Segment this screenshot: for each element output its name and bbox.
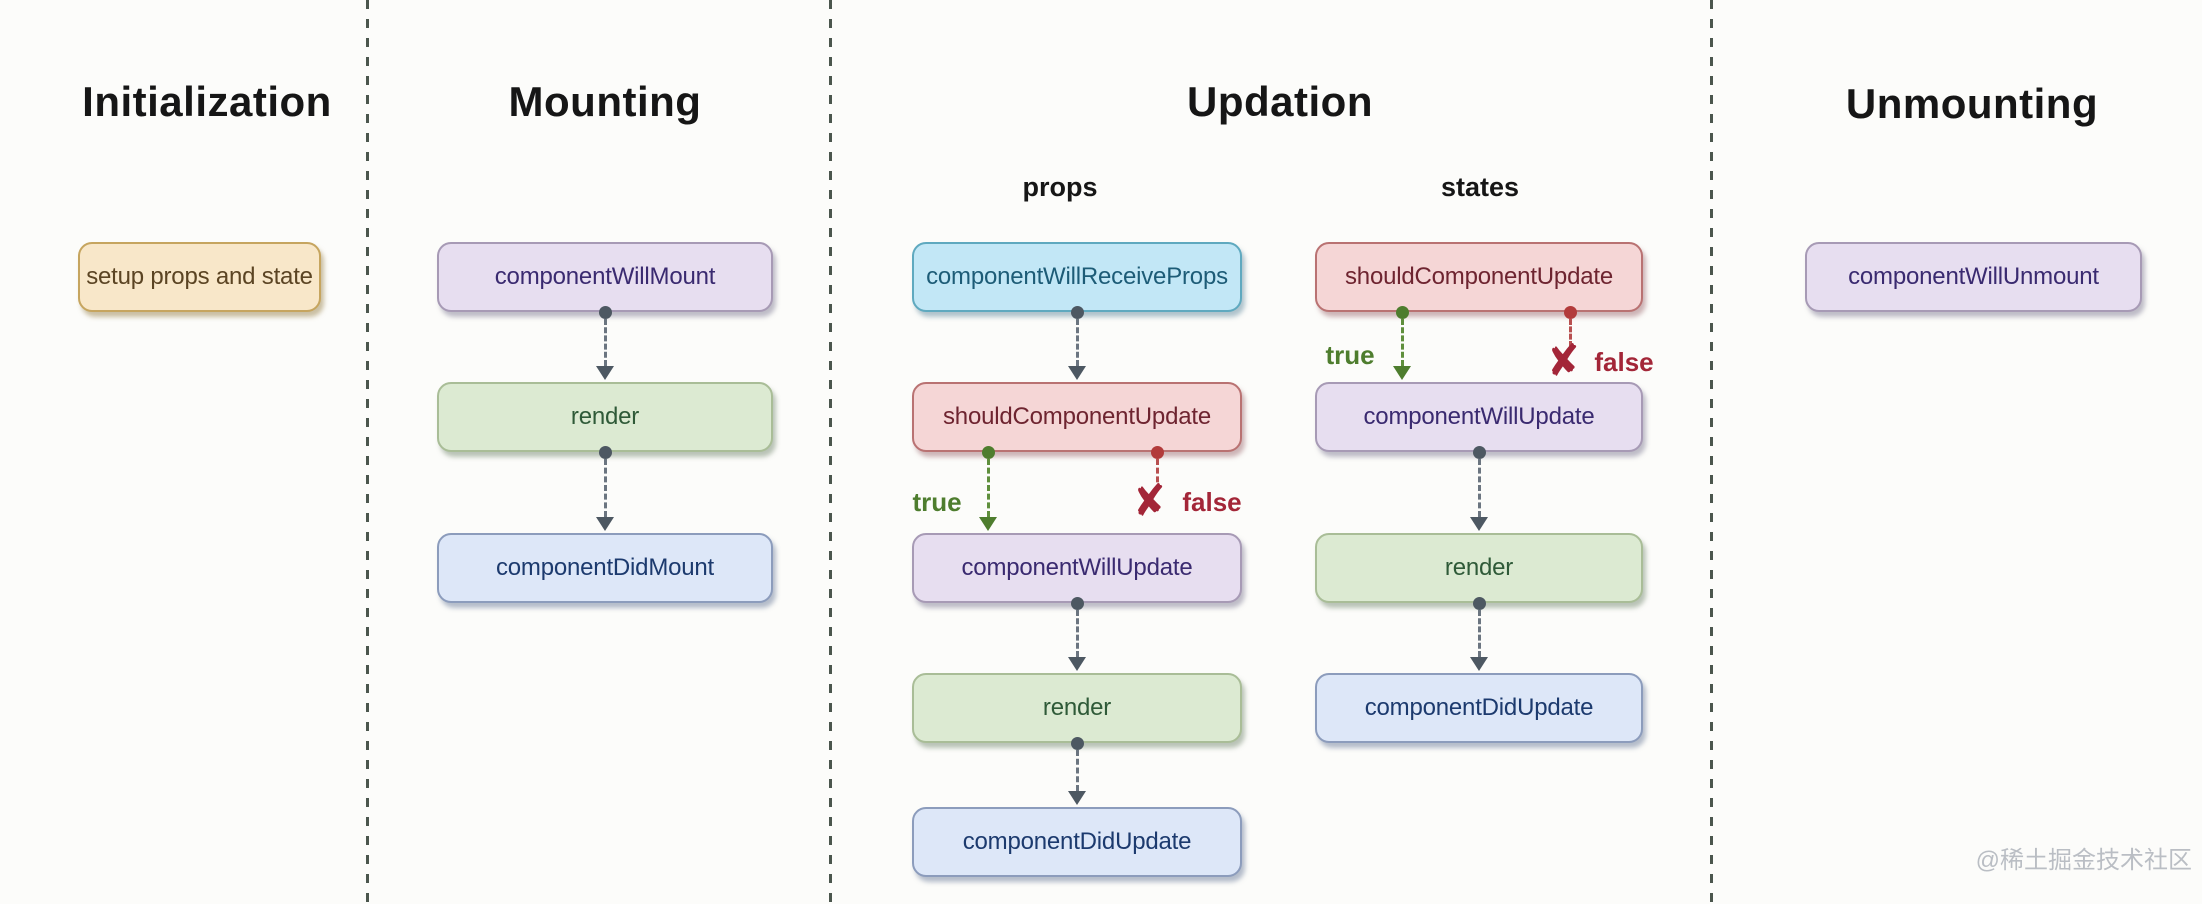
dashed-line xyxy=(986,459,990,517)
node-states-should-component-update: shouldComponentUpdate xyxy=(1315,242,1643,312)
flow-arrow-states-render-to-didupdate xyxy=(1470,597,1488,671)
arrowhead-icon xyxy=(1470,517,1488,531)
node-component-will-receive-props: componentWillReceiveProps xyxy=(912,242,1242,312)
node-component-did-mount: componentDidMount xyxy=(437,533,773,603)
flow-arrow-states-false-branch xyxy=(1561,306,1579,347)
connector-dot-icon xyxy=(981,446,995,459)
flow-arrow-props-true-branch xyxy=(979,446,997,531)
node-mounting-render: render xyxy=(437,382,773,452)
flow-arrow-props-render-to-didupdate xyxy=(1068,737,1086,805)
section-separator xyxy=(366,0,369,904)
arrowhead-icon xyxy=(1068,366,1086,380)
connector-dot-icon xyxy=(1563,306,1577,319)
dashed-line xyxy=(603,459,607,517)
connector-dot-icon xyxy=(1472,446,1486,459)
branch-label-true-props: true xyxy=(912,487,962,517)
node-states-component-did-update: componentDidUpdate xyxy=(1315,673,1643,743)
flow-arrow-props-false-branch xyxy=(1148,446,1166,491)
section-title-updation: Updation xyxy=(1187,78,1373,125)
arrowhead-icon xyxy=(1393,366,1411,380)
node-component-will-unmount: componentWillUnmount xyxy=(1805,242,2142,312)
flow-arrow-render-to-didmount xyxy=(596,446,614,531)
node-setup-props-and-state: setup props and state xyxy=(78,242,321,312)
connector-dot-icon xyxy=(1472,597,1486,610)
dashed-line xyxy=(1400,319,1404,366)
dashed-line xyxy=(1155,459,1159,491)
connector-dot-icon xyxy=(1395,306,1409,319)
section-title-unmounting: Unmounting xyxy=(1845,80,2099,127)
flow-arrow-receiveprops-to-shouldupdate xyxy=(1068,306,1086,380)
node-states-component-will-update: componentWillUpdate xyxy=(1315,382,1643,452)
flow-arrow-props-willupdate-to-render xyxy=(1068,597,1086,671)
dashed-line xyxy=(1568,319,1572,347)
connector-dot-icon xyxy=(1070,737,1084,750)
connector-dot-icon xyxy=(598,306,612,319)
section-title-initialization: Initialization xyxy=(82,78,332,125)
dashed-line xyxy=(1075,610,1079,657)
branch-label-false-props: false xyxy=(1182,487,1242,517)
node-props-should-component-update: shouldComponentUpdate xyxy=(912,382,1242,452)
dashed-line xyxy=(1477,459,1481,517)
arrowhead-icon xyxy=(979,517,997,531)
node-props-render: render xyxy=(912,673,1242,743)
arrowhead-icon xyxy=(596,517,614,531)
dashed-line xyxy=(1075,319,1079,366)
node-props-component-did-update: componentDidUpdate xyxy=(912,807,1242,877)
dashed-line xyxy=(603,319,607,366)
section-separator xyxy=(829,0,832,904)
arrowhead-icon xyxy=(1068,791,1086,805)
branch-label-true-states: true xyxy=(1325,340,1375,370)
dashed-line xyxy=(1477,610,1481,657)
section-title-mounting: Mounting xyxy=(508,78,702,125)
connector-dot-icon xyxy=(1070,306,1084,319)
flow-arrow-willmount-to-render xyxy=(596,306,614,380)
section-separator xyxy=(1710,0,1713,904)
connector-dot-icon xyxy=(1070,597,1084,610)
branch-label-false-states: false xyxy=(1594,347,1654,377)
false-x-icon: ✘ xyxy=(1543,335,1584,386)
arrowhead-icon xyxy=(1470,657,1488,671)
connector-dot-icon xyxy=(1150,446,1164,459)
connector-dot-icon xyxy=(598,446,612,459)
subcolumn-title-props: props xyxy=(1022,172,1098,202)
flow-arrow-states-willupdate-to-render xyxy=(1470,446,1488,531)
subcolumn-title-states: states xyxy=(1440,172,1520,202)
arrowhead-icon xyxy=(596,366,614,380)
watermark: @稀土掘金技术社区 xyxy=(1975,847,2192,874)
node-props-component-will-update: componentWillUpdate xyxy=(912,533,1242,603)
arrowhead-icon xyxy=(1068,657,1086,671)
false-x-icon: ✘ xyxy=(1129,475,1170,526)
dashed-line xyxy=(1075,750,1079,791)
flow-arrow-states-true-branch xyxy=(1393,306,1411,380)
node-states-render: render xyxy=(1315,533,1643,603)
node-component-will-mount: componentWillMount xyxy=(437,242,773,312)
